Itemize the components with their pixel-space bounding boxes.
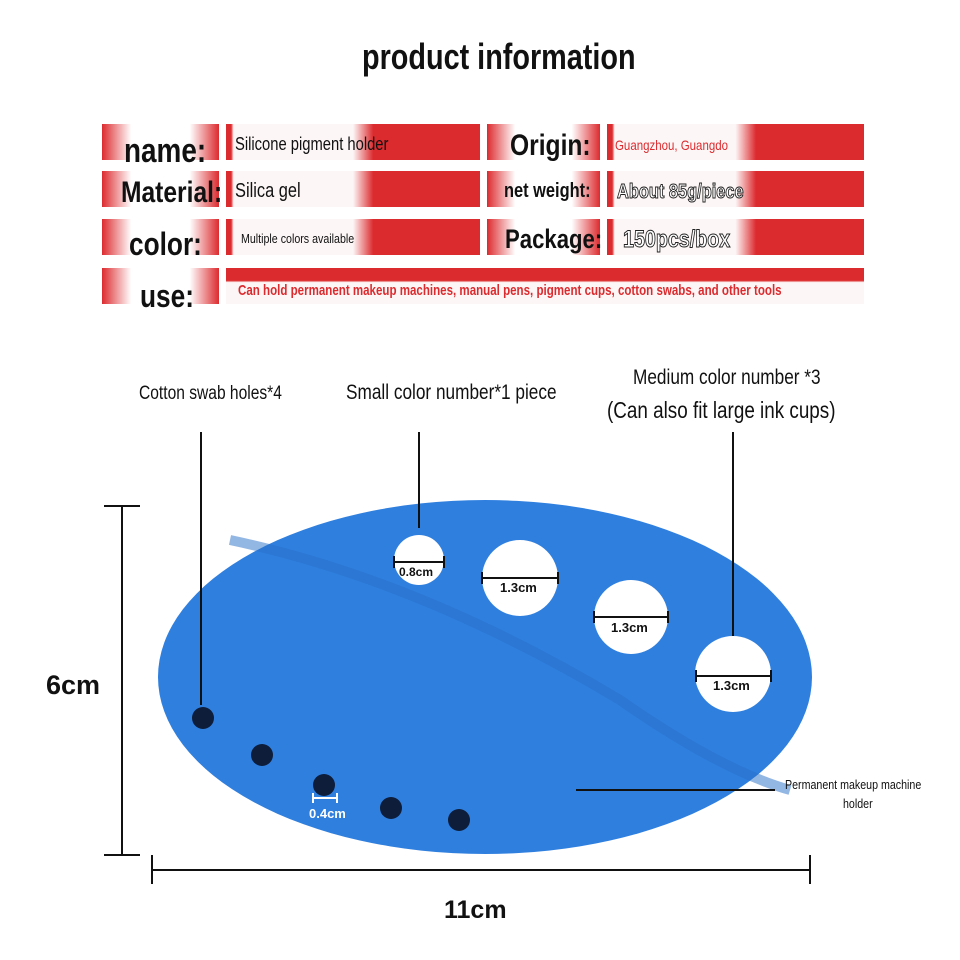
name-value-cell (226, 124, 480, 160)
package-value-cell (607, 219, 864, 255)
medium-hole-size: 1.3cm (713, 678, 750, 693)
origin-value-cell (607, 124, 864, 160)
name-label-cell (102, 124, 219, 160)
origin-label-cell (487, 124, 600, 160)
medium-hole (695, 636, 771, 712)
weight-label: net weight: (504, 180, 591, 202)
medium-annotation-2: (Can also fit large ink cups) (607, 397, 836, 423)
use-value: Can hold permanent makeup machines, manu… (238, 282, 782, 299)
package-value: 150pcs/box (623, 226, 731, 254)
cotton-annotation: Cotton swab holes*4 (139, 383, 282, 404)
small-hole-size: 0.8cm (399, 565, 434, 579)
leader-lines (104, 432, 811, 884)
medium-hole-size: 1.3cm (611, 620, 648, 635)
name-value: Silicone pigment holder (235, 134, 389, 154)
weight-value-cell (607, 171, 864, 207)
color-value: Multiple colors available (241, 231, 355, 246)
color-value-cell (226, 219, 480, 255)
small-hole (394, 535, 444, 585)
width-label: 11cm (444, 896, 507, 924)
medium-hole-size: 1.3cm (500, 580, 537, 595)
origin-label: Origin: (510, 129, 591, 162)
small-annotation: Small color number*1 piece (346, 381, 557, 404)
cotton-holes (192, 707, 470, 831)
origin-value: Guangzhou, Guangdo (615, 137, 728, 153)
machine-annotation-2: holder (843, 796, 873, 811)
name-label: name: (124, 132, 207, 170)
use-value-cell (226, 268, 864, 304)
color-label: color: (129, 226, 202, 262)
use-label: use: (140, 278, 194, 314)
page-title: product information (362, 36, 636, 77)
material-label: Material: (121, 176, 223, 209)
material-value-cell (226, 171, 480, 207)
material-value: Silica gel (235, 180, 301, 202)
height-label: 6cm (46, 670, 101, 700)
use-label-cell (102, 268, 219, 304)
color-label-cell (102, 219, 219, 255)
machine-annotation-1: Permanent makeup machine (785, 777, 922, 792)
holder-groove (228, 535, 792, 795)
package-label-cell (487, 219, 600, 255)
weight-value: About 85g/piece (617, 181, 744, 204)
weight-label-cell (487, 171, 600, 207)
material-label-cell (102, 171, 219, 207)
cotton-hole-size: 0.4cm (309, 806, 346, 821)
medium-annotation-1: Medium color number *3 (633, 366, 821, 389)
package-label: Package: (505, 224, 603, 254)
